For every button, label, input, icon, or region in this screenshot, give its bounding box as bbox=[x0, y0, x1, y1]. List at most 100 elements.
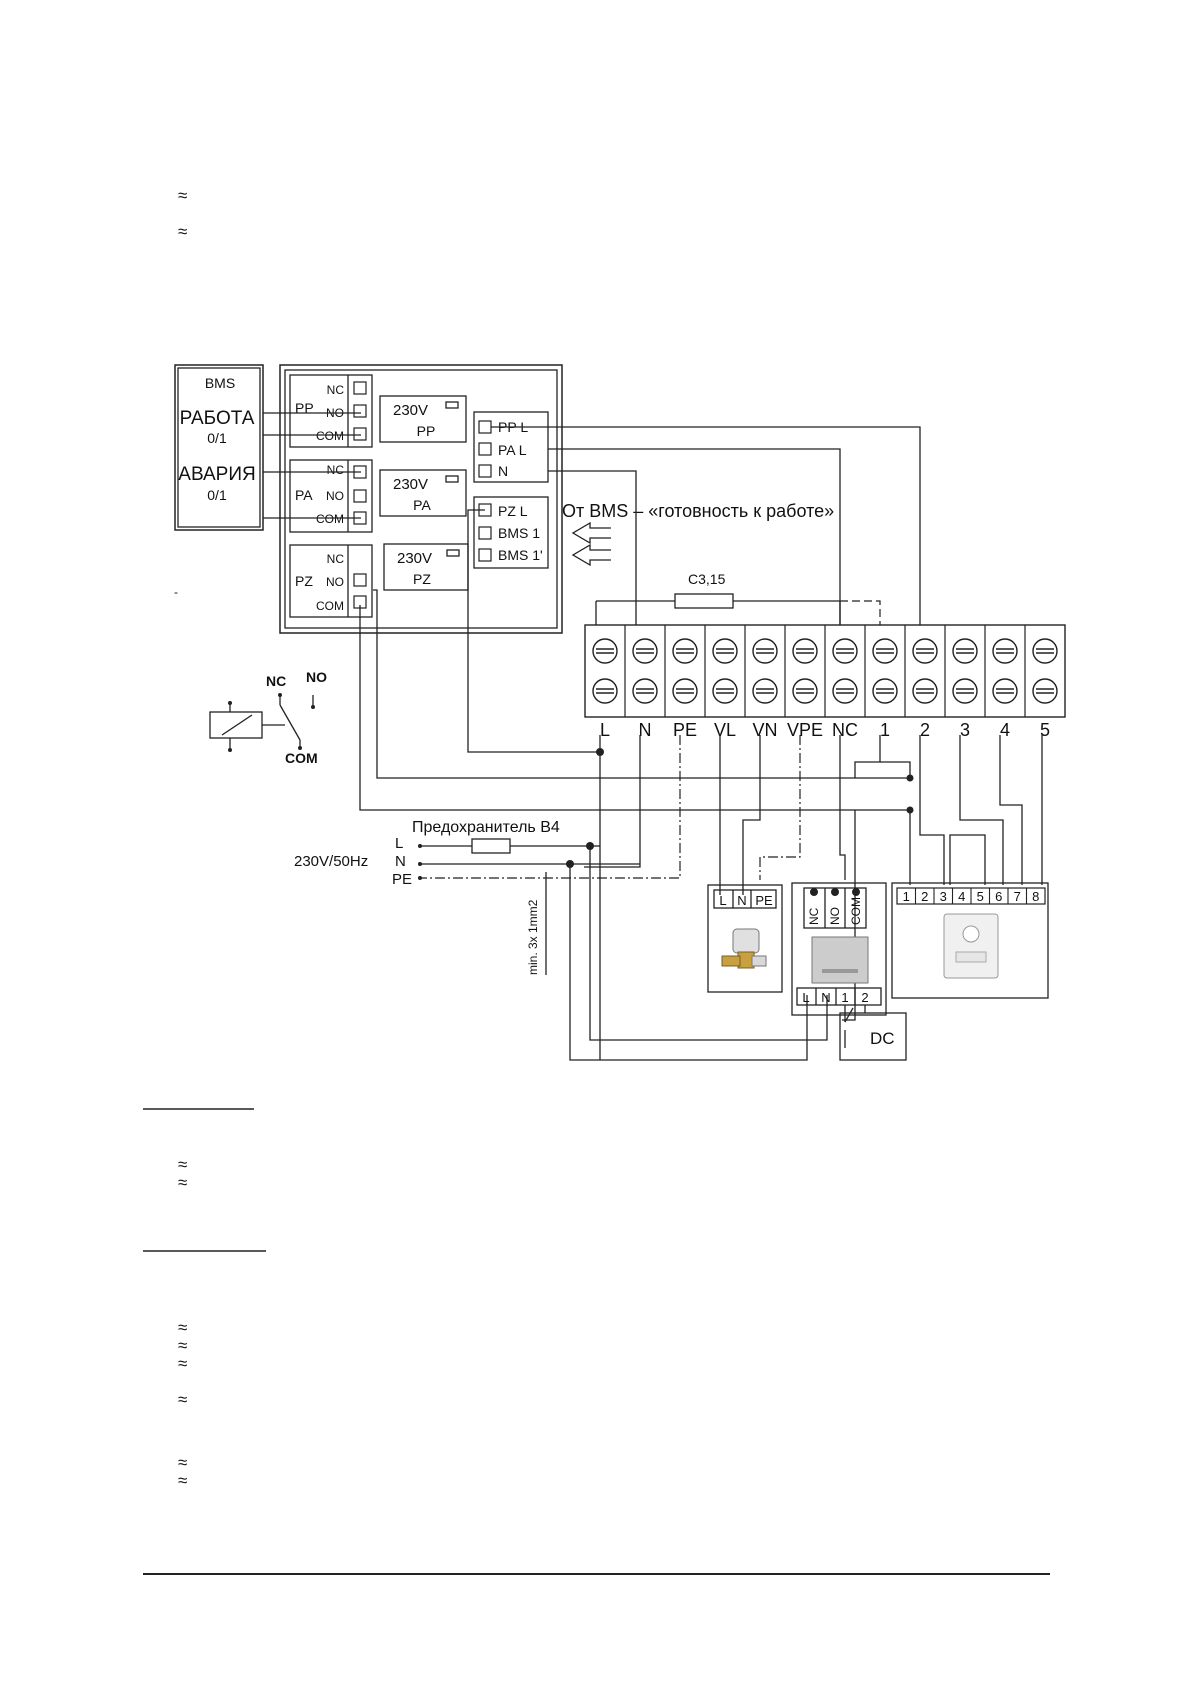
bullet-icon: ≈ bbox=[178, 1318, 187, 1337]
relay-pp-nc: NC bbox=[327, 383, 345, 397]
terminal-label: VPE bbox=[787, 720, 823, 740]
thermostat-terminal: 4 bbox=[951, 888, 965, 904]
thermostat-terminal-label: 1 bbox=[903, 889, 910, 904]
screw-icon bbox=[712, 638, 738, 664]
screw-icon bbox=[992, 678, 1018, 704]
relay-symbol-nc: NC bbox=[266, 673, 286, 689]
relay-pz-coil-label: PZ bbox=[413, 571, 431, 587]
bullet-icon: ≈ bbox=[178, 1354, 187, 1373]
terminal-label: 2 bbox=[920, 720, 930, 740]
output-n: N bbox=[498, 463, 508, 479]
screw-icon bbox=[872, 638, 898, 664]
valve-terminal-pe: PE bbox=[755, 893, 773, 908]
terminal-vpe: VPE bbox=[784, 625, 823, 740]
terminal-4: 4 bbox=[984, 625, 1018, 740]
output-bms1p: BMS 1' bbox=[498, 547, 543, 563]
fuse-b4-icon bbox=[471, 838, 511, 854]
screw-icon bbox=[632, 678, 658, 704]
thermostat-terminal-label: 4 bbox=[958, 889, 965, 904]
terminal-label: NC bbox=[832, 720, 858, 740]
terminal-nc: NC bbox=[824, 625, 858, 740]
relay-pp-coil-label: PP bbox=[417, 423, 436, 439]
fuse-c-icon bbox=[674, 593, 734, 609]
supply-voltage: 230V/50Hz bbox=[294, 853, 368, 870]
dc-label: DC bbox=[870, 1029, 895, 1048]
output-block-pzbms: PZ L BMS 1 BMS 1' bbox=[473, 496, 549, 569]
relay-pa-voltage: 230V bbox=[393, 476, 428, 493]
valve-terminal-n: N bbox=[737, 893, 746, 908]
controller-panel: NC NO COM PP 230V PP NC NO COM PA bbox=[279, 364, 563, 634]
bms-panel: BMS РАБОТА 0/1 АВАРИЯ 0/1 bbox=[174, 364, 264, 531]
relay-pp-coil: 230V PP bbox=[379, 395, 467, 443]
valve-icon bbox=[721, 928, 767, 969]
fuse-c-label: C3,15 bbox=[688, 571, 726, 587]
terminal-5: 5 bbox=[1024, 625, 1058, 740]
bullet-icon: ≈ bbox=[178, 1336, 187, 1355]
sensor-t1: 1 bbox=[841, 990, 848, 1005]
sensor-t2: 2 bbox=[861, 990, 868, 1005]
terminal-2: 2 bbox=[904, 625, 938, 740]
relay-pa-nc: NC bbox=[327, 463, 345, 477]
screw-icon bbox=[832, 638, 858, 664]
bullet-icon: ≈ bbox=[178, 186, 187, 205]
output-pa-l: PA L bbox=[498, 442, 527, 458]
thermostat-terminal: 5 bbox=[970, 888, 984, 904]
supply-n-label: N bbox=[395, 853, 406, 870]
thermostat-terminal-label: 8 bbox=[1032, 889, 1039, 904]
screw-icon bbox=[872, 678, 898, 704]
screw-icon bbox=[592, 678, 618, 704]
svg-text:-: - bbox=[174, 585, 178, 599]
relay-pz-coil: 230V PZ bbox=[383, 543, 469, 591]
screw-icon bbox=[792, 638, 818, 664]
bullet-icon: ≈ bbox=[178, 1453, 187, 1472]
screw-icon bbox=[1032, 638, 1058, 664]
relay-symbol-com: COM bbox=[285, 750, 318, 766]
relay-pa-coil: 230V PA bbox=[379, 469, 467, 517]
sensor-nc: NC bbox=[807, 907, 821, 925]
terminal-1: 1 bbox=[864, 625, 898, 740]
thermostat-terminal: 1 bbox=[903, 889, 910, 904]
terminal-label: N bbox=[639, 720, 652, 740]
screw-icon bbox=[952, 638, 978, 664]
relay-pp-com: COM bbox=[316, 429, 344, 443]
screw-icon bbox=[912, 638, 938, 664]
thermostat-terminal-label: 5 bbox=[977, 889, 984, 904]
relay-pz-voltage: 230V bbox=[397, 550, 432, 567]
thermostat-terminal-label: 7 bbox=[1014, 889, 1021, 904]
thermostat-terminal-label: 3 bbox=[940, 889, 947, 904]
supply-pe-label: PE bbox=[392, 871, 412, 888]
thermostat-terminal: 6 bbox=[988, 888, 1002, 904]
terminal-label: 1 bbox=[880, 720, 890, 740]
output-bms1: BMS 1 bbox=[498, 525, 540, 541]
bms-work-state: 0/1 bbox=[207, 430, 227, 446]
relay-pa-coil-label: PA bbox=[413, 497, 431, 513]
bms-work-label: РАБОТА bbox=[180, 408, 255, 429]
terminal-label: 4 bbox=[1000, 720, 1010, 740]
sensor-no: NO bbox=[828, 907, 842, 925]
terminal-3: 3 bbox=[944, 625, 978, 740]
bullet-icon: ≈ bbox=[178, 1390, 187, 1409]
relay-pz: NC NO COM PZ bbox=[289, 544, 373, 618]
dc-box: DC bbox=[839, 1005, 907, 1061]
thermostat-terminal: 3 bbox=[933, 888, 947, 904]
relay-symbol-icon bbox=[209, 693, 315, 752]
relay-pz-nc: NC bbox=[327, 552, 345, 566]
terminal-label: VN bbox=[752, 720, 777, 740]
screw-icon bbox=[1032, 678, 1058, 704]
screw-icon bbox=[992, 638, 1018, 664]
bms-title: BMS bbox=[205, 375, 235, 391]
terminal-pe: PE bbox=[664, 625, 698, 740]
terminal-label: 5 bbox=[1040, 720, 1050, 740]
bullet-icon: ≈ bbox=[178, 222, 187, 241]
terminal-vn: VN bbox=[744, 625, 778, 740]
terminal-label: 3 bbox=[960, 720, 970, 740]
cable-note: min. 3x 1mm2 bbox=[526, 899, 540, 975]
terminal-vl: VL bbox=[704, 625, 738, 740]
screw-icon bbox=[592, 638, 618, 664]
screw-icon bbox=[672, 678, 698, 704]
bullet-icon: ≈ bbox=[178, 1155, 187, 1174]
sensor-n: N bbox=[821, 990, 830, 1005]
relay-pz-com: COM bbox=[316, 599, 344, 613]
